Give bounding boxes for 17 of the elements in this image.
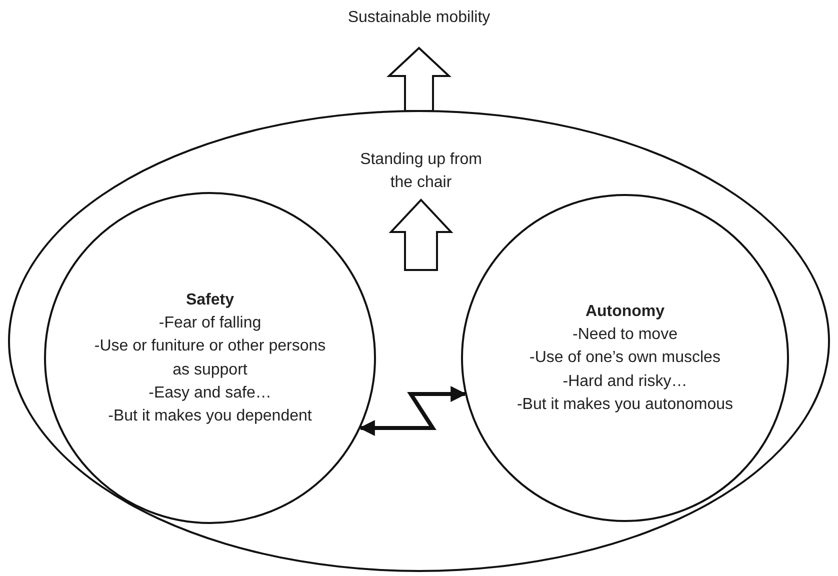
block-arrow	[388, 198, 454, 271]
bullet-text: -Use or funiture or other persons as support	[93, 336, 327, 380]
circle-node	[461, 194, 789, 522]
bullet-text: -But it makes you dependent	[108, 406, 312, 426]
bullet-text: -Use of one’s own muscles	[530, 348, 720, 368]
bullet-text: -Easy and safe…	[148, 383, 272, 404]
circle-heading: Safety	[186, 290, 234, 310]
circle-heading: Autonomy	[585, 302, 665, 322]
text-label: Sustainable mobility	[300, 6, 538, 32]
circle-node	[44, 192, 376, 524]
zigzag-arrow	[358, 386, 467, 436]
bullet-text: -Need to move	[572, 325, 678, 346]
text-label: Standing up from the chair	[354, 148, 488, 194]
bullet-text: -Fear of falling	[158, 314, 262, 334]
bullet-text: -Hard and risky…	[562, 372, 688, 392]
block-arrow	[386, 46, 452, 112]
bullet-text: -But it makes you autonomous	[516, 394, 734, 415]
